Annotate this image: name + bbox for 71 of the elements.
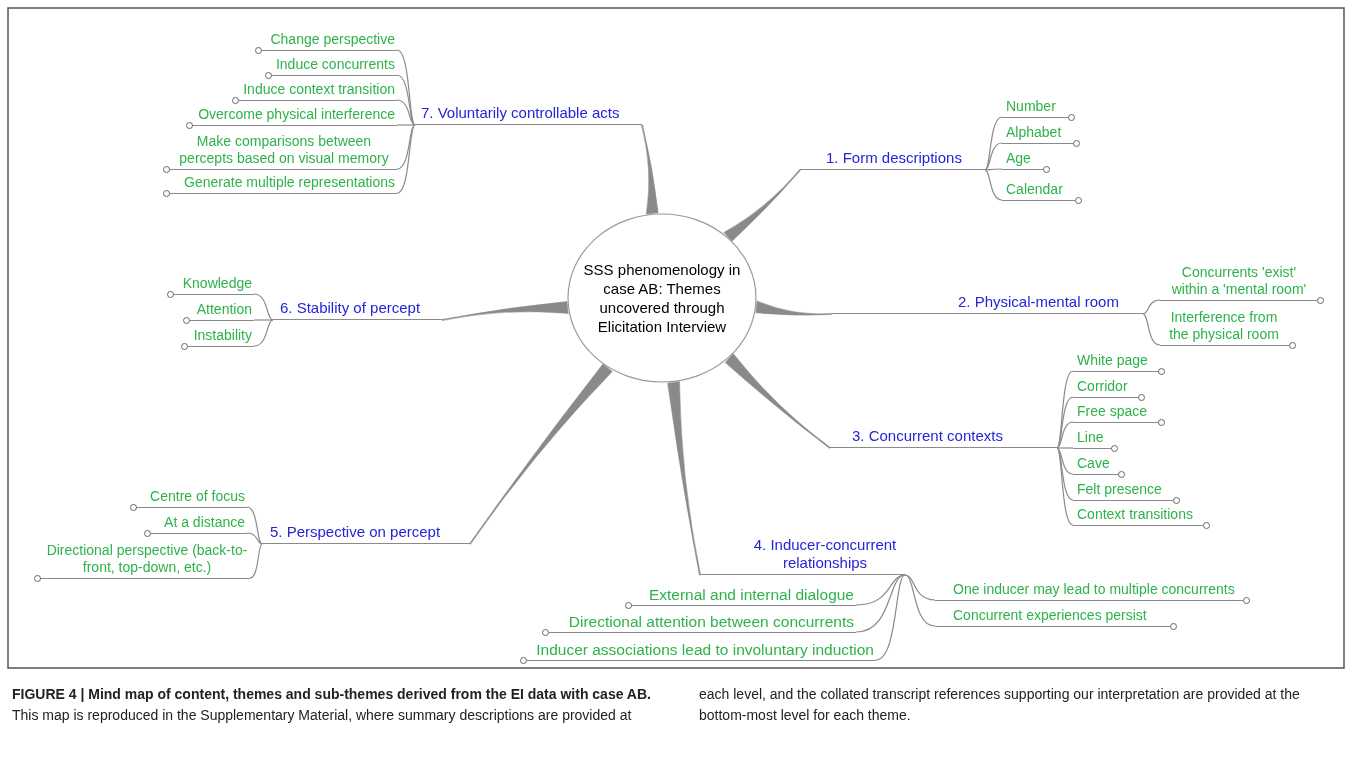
- subtheme-label: Context transitions: [1073, 505, 1210, 529]
- subtheme-label: Overcome physical interference: [186, 105, 397, 129]
- branch-connector: [253, 293, 274, 321]
- subtheme-label: Induce context transition: [232, 80, 397, 104]
- subtheme-label: Change perspective: [255, 30, 397, 54]
- central-topic-ellipse: SSS phenomenology in case AB: Themes uncovered through Elicitation Interview: [567, 213, 757, 383]
- subtheme-label: Calendar: [1002, 180, 1082, 204]
- subtheme-label: Knowledge: [167, 274, 254, 298]
- figure-caption: FIGURE 4 | Mind map of content, themes and sub-themes derived from the EI data with case AB. This map is reproduced in the Supplementary Material, where summary descriptions are provided at each level, and the collated transcript references supporting our interpretation are provided at the bottom-most level for each theme.: [12, 685, 1301, 725]
- subtheme-label: External and internal dialogue: [625, 585, 856, 609]
- theme-label: 1. Form descriptions: [800, 149, 985, 170]
- branch-connector: [253, 319, 274, 347]
- branch-connector: [984, 142, 1003, 171]
- subtheme-label: Make comparisons between percepts based on visual memory: [163, 132, 397, 173]
- branch-connector: [246, 506, 263, 545]
- branch-connector: [984, 169, 1003, 201]
- branch-connector: [1056, 447, 1074, 449]
- subtheme-label: Directional attention between concurrents: [542, 612, 856, 636]
- subtheme-label: Concurrents 'exist' within a 'mental room': [1160, 263, 1324, 304]
- subtheme-label: Number: [1002, 97, 1075, 121]
- subtheme-label: Concurrent experiences persist: [935, 606, 1177, 630]
- branch-connector: [1056, 421, 1074, 449]
- branch-connector: [396, 74, 416, 126]
- branch-connector: [1056, 447, 1074, 526]
- branch-connector: [249, 543, 263, 579]
- subtheme-label: Directional perspective (back-to-front, top-down, etc.): [34, 541, 250, 582]
- subtheme-label: Felt presence: [1073, 480, 1180, 504]
- theme-label: 2. Physical-mental room: [832, 293, 1143, 314]
- branch-connector: [253, 319, 274, 321]
- tapered-branch: [723, 169, 801, 242]
- subtheme-label: Interference from the physical room: [1160, 308, 1296, 349]
- branch-connector: [1142, 299, 1161, 315]
- subtheme-label: Inducer associations lead to involuntary induction: [520, 640, 876, 664]
- subtheme-label: Age: [1002, 149, 1050, 173]
- branch-connector: [1142, 313, 1161, 346]
- subtheme-label: White page: [1073, 351, 1165, 375]
- tapered-branch: [755, 300, 833, 316]
- branch-connector: [984, 168, 1003, 171]
- theme-label: 7. Voluntarily controllable acts: [415, 104, 642, 125]
- subtheme-label: At a distance: [144, 513, 247, 537]
- theme-label: 3. Concurrent contexts: [830, 427, 1057, 448]
- branch-connector: [904, 574, 936, 627]
- subtheme-label: One inducer may lead to multiple concurrents: [935, 580, 1250, 604]
- branch-connector: [396, 124, 416, 170]
- branch-connector: [1056, 396, 1074, 449]
- subtheme-label: Cave: [1073, 454, 1125, 478]
- subtheme-label: Attention: [183, 300, 254, 324]
- subtheme-label: Corridor: [1073, 377, 1145, 401]
- branch-connector: [875, 574, 906, 661]
- branch-connector: [396, 124, 416, 194]
- branch-connector: [855, 574, 906, 633]
- theme-label: 6. Stability of percept: [273, 299, 442, 320]
- tapered-branch: [441, 301, 569, 321]
- tapered-branch: [641, 124, 659, 215]
- branch-connector: [984, 116, 1003, 171]
- subtheme-label: Centre of focus: [130, 487, 247, 511]
- branch-connector: [396, 124, 416, 126]
- subtheme-label: Line: [1073, 428, 1118, 452]
- subtheme-label: Induce concurrents: [265, 55, 397, 79]
- subtheme-label: Generate multiple representations: [163, 173, 397, 197]
- tapered-branch: [725, 353, 831, 449]
- theme-label: 5. Perspective on percept: [262, 523, 470, 544]
- tapered-branch: [667, 381, 701, 576]
- branch-connector: [246, 532, 263, 545]
- theme-label: 4. Inducer-concurrent relationships: [700, 536, 905, 575]
- branch-connector: [396, 99, 416, 126]
- subtheme-label: Instability: [181, 326, 254, 350]
- subtheme-label: Free space: [1073, 402, 1165, 426]
- branch-connector: [1056, 447, 1074, 501]
- tapered-branch: [469, 363, 613, 545]
- subtheme-label: Alphabet: [1002, 123, 1080, 147]
